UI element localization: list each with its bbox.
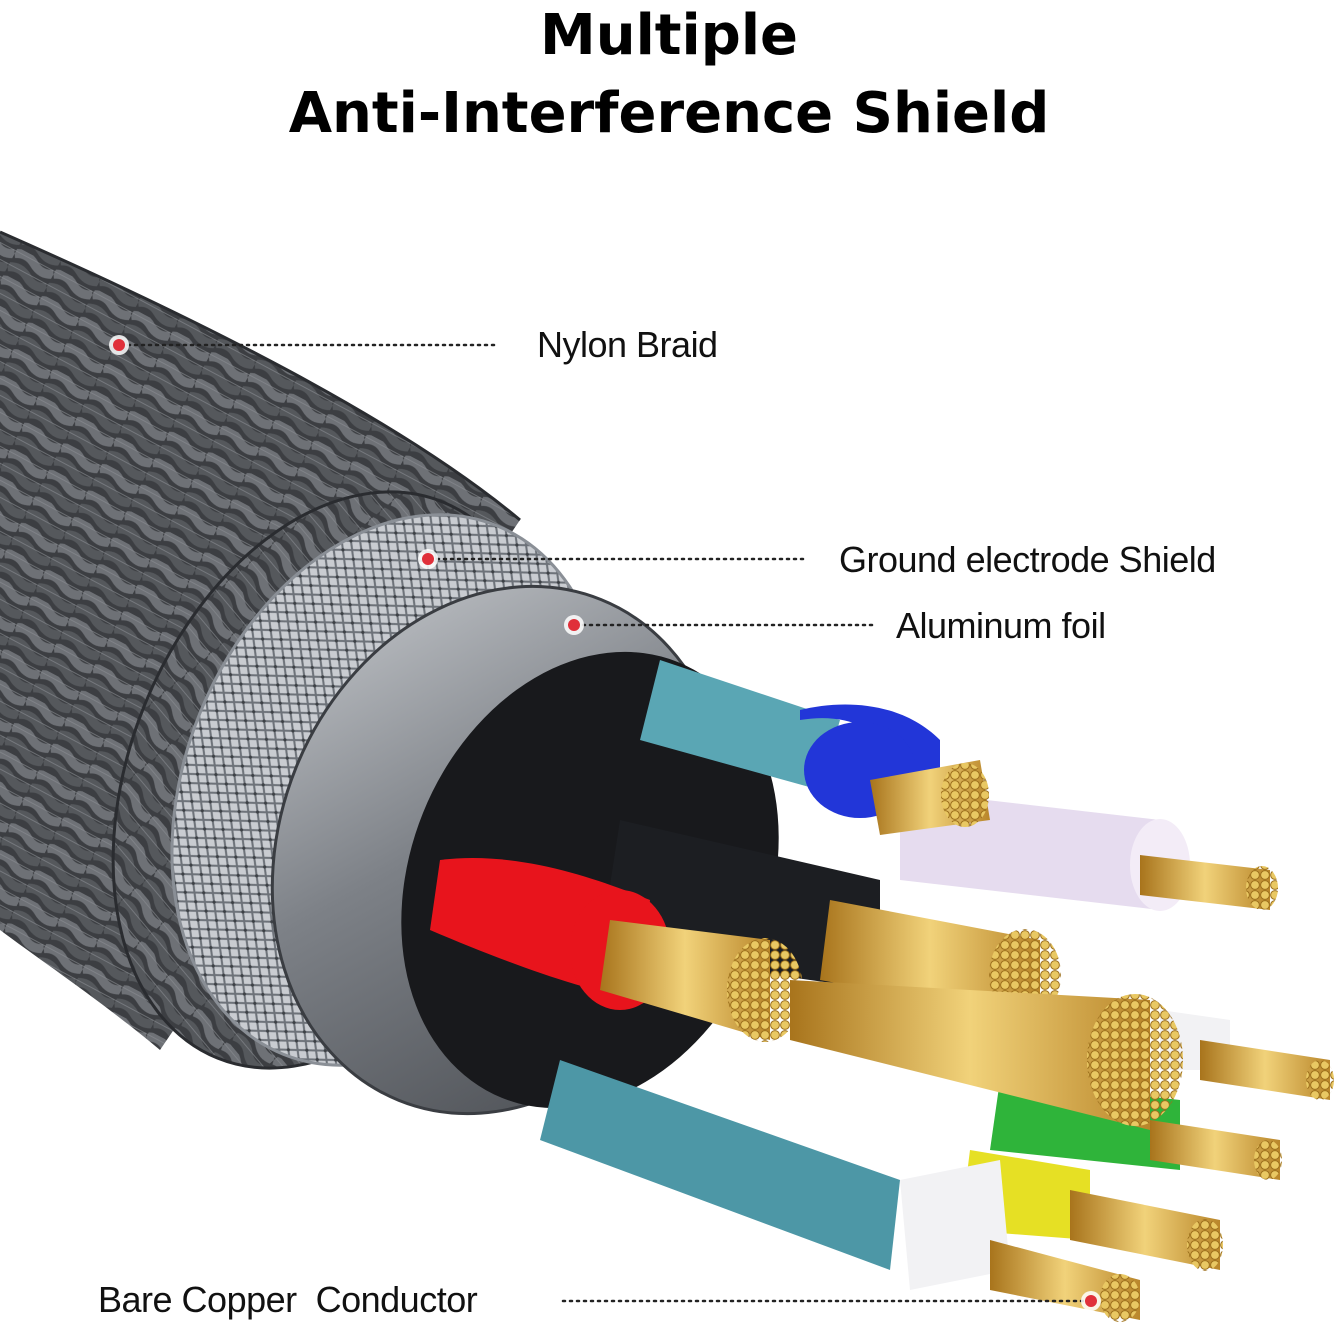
title-line-2: Anti-Interference Shield bbox=[288, 81, 1050, 146]
ground-electrode-shield-label: Ground electrode Shield bbox=[839, 539, 1216, 580]
bare-copper-marker bbox=[1081, 1291, 1101, 1311]
bare-copper-conductor-label: Bare Copper Conductor bbox=[98, 1279, 478, 1320]
nylon-braid-marker bbox=[109, 335, 129, 355]
bare-copper-conductors bbox=[600, 760, 1334, 1322]
aluminum-foil-label: Aluminum foil bbox=[896, 605, 1106, 646]
aluminum-foil-marker bbox=[564, 615, 584, 635]
inner-wires bbox=[430, 660, 1230, 1290]
ground-shield-marker bbox=[418, 549, 438, 569]
callout-markers bbox=[109, 335, 1101, 1311]
callout-lines bbox=[126, 343, 1085, 1303]
nylon-braid-label: Nylon Braid bbox=[537, 324, 718, 365]
title-line-1: Multiple bbox=[539, 3, 798, 68]
